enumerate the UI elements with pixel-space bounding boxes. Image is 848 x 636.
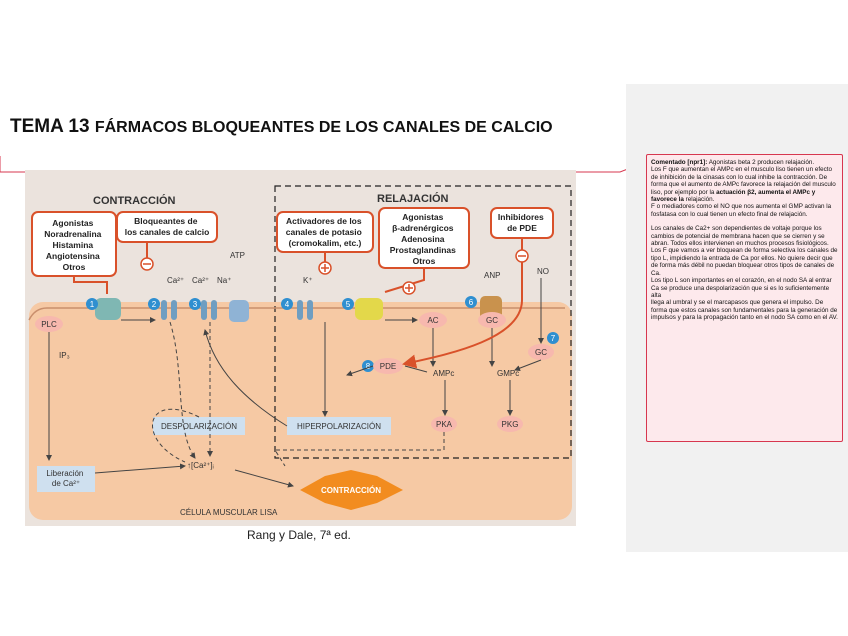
despolarizacion-box: DESPOLARIZACIÓN: [153, 417, 245, 435]
figure-caption: Rang y Dale, 7ª ed.: [247, 528, 351, 542]
agonist-line-4: Angiotensina: [46, 251, 100, 261]
svg-text:8: 8: [366, 362, 371, 371]
beta-line-3: Adenosina: [401, 234, 445, 244]
cell-label: CÉLULA MUSCULAR LISA: [180, 508, 278, 517]
beta-line-4: Prostaglandinas: [390, 245, 456, 255]
number-6-badge: 6: [465, 296, 477, 308]
comment-box[interactable]: Comentado [npr1]: Agonistas beta 2 produ…: [646, 154, 843, 442]
atp-label: ATP: [230, 251, 245, 260]
atp-pump-icon: [229, 300, 249, 322]
ac-node: AC: [419, 312, 447, 328]
comment-para-2: relajación. F o mediadores como el NO qu…: [651, 196, 832, 218]
ion-na-label: Na⁺: [217, 276, 231, 285]
pde-inhib-line-2: de PDE: [507, 223, 537, 233]
svg-text:Liberación de Ca²⁺: Liberación de Ca²⁺: [46, 469, 85, 488]
liberacion-box: Liberación de Ca²⁺: [37, 466, 95, 492]
no-label: NO: [537, 267, 549, 276]
activator-line-3: (cromokalim, etc.): [289, 238, 362, 248]
calcium-channel-2-icon: [201, 300, 217, 320]
activator-line-2: canales de potasio: [286, 227, 362, 237]
svg-text:GC: GC: [486, 316, 498, 325]
svg-text:4: 4: [285, 300, 290, 309]
pde-inhib-line-1: Inhibidores: [498, 212, 544, 222]
pde-inhib-minus-icon: [515, 249, 529, 263]
svg-text:HIPERPOLARIZACIÓN: HIPERPOLARIZACIÓN: [297, 422, 381, 431]
pka-node: PKA: [431, 416, 457, 432]
beta-line-5: Otros: [413, 256, 436, 266]
beta-receptor-icon: [355, 298, 383, 320]
ion-ca2-label: Ca²⁺: [192, 276, 209, 285]
svg-text:2: 2: [152, 300, 157, 309]
gmpc-label: GMPc: [497, 369, 519, 378]
calcium-channel-icon: [161, 300, 177, 320]
svg-text:3: 3: [193, 300, 198, 309]
agonist-receptor-icon: [95, 298, 121, 320]
ip3-label: IP₃: [59, 351, 70, 360]
blocker-line-1: Bloqueantes de: [134, 216, 198, 226]
ion-ca-label: Ca²⁺: [167, 276, 184, 285]
svg-text:5: 5: [346, 300, 351, 309]
blocker-minus-icon: [140, 257, 154, 271]
calcium-increase-label: ↑[Ca²⁺]ᵢ: [187, 461, 214, 470]
comment-author: Comentado [npr1]:: [651, 159, 708, 166]
agonist-line-1: Agonistas: [52, 218, 93, 228]
activator-plus-icon: [318, 261, 332, 275]
plc-node: PLC: [35, 316, 63, 332]
svg-text:PLC: PLC: [41, 320, 57, 329]
number-7-badge: 7: [547, 332, 559, 344]
hiperpolarizacion-box: HIPERPOLARIZACIÓN: [287, 417, 391, 435]
svg-text:DESPOLARIZACIÓN: DESPOLARIZACIÓN: [161, 422, 237, 431]
k-label: K⁺: [303, 276, 313, 285]
smooth-muscle-figure: CONTRACCIÓN RELAJACIÓN Agonistas Noradre…: [25, 170, 576, 526]
contraction-star-icon: [300, 470, 403, 510]
svg-text:6: 6: [469, 298, 474, 307]
comment-bold-fragment: actuación β2, aumenta el AMPc y favorece…: [651, 188, 816, 204]
comment-para-3: Los canales de Ca2+ son dependientes de …: [651, 225, 838, 322]
anp-label: ANP: [484, 271, 500, 280]
beta-plus-icon: [402, 281, 416, 295]
svg-text:PDE: PDE: [380, 362, 396, 371]
relajacion-header: RELAJACIÓN: [377, 192, 449, 205]
comment-para-1: Agonistas beta 2 producen relajación. Lo…: [651, 159, 836, 196]
beta-line-1: Agonistas: [402, 212, 443, 222]
gc-soluble-node: GC: [528, 344, 554, 360]
agonist-line-3: Histamina: [53, 240, 94, 250]
page-title: TEMA 13 FÁRMACOS BLOQUEANTES DE LOS CANA…: [10, 116, 553, 138]
ampc-label: AMPc: [433, 369, 454, 378]
agonist-line-5: Otros: [63, 262, 86, 272]
title-prefix: TEMA 13: [10, 116, 90, 137]
number-2-badge: 2: [148, 298, 160, 310]
activator-line-1: Activadores de los: [286, 216, 362, 226]
svg-text:PKG: PKG: [502, 420, 519, 429]
contraccion-header: CONTRACCIÓN: [93, 194, 176, 207]
beta-line-2: β-adrenérgicos: [392, 223, 454, 233]
potassium-channel-icon: [297, 300, 313, 320]
number-3-badge: 3: [189, 298, 201, 310]
svg-text:Agonistas Noradrenalina: Agonistas Noradrenalina Histamina Angiot…: [44, 218, 104, 272]
pkg-node: PKG: [497, 416, 523, 432]
contraccion-label: CONTRACCIÓN: [321, 486, 381, 495]
svg-text:1: 1: [90, 300, 95, 309]
svg-text:Inhibidores de PDE: Inhibidores de PDE: [498, 212, 546, 233]
svg-text:Agonistas β-adrenérgicos: Agonistas β-adrenérgicos Adenosina Prost…: [390, 212, 459, 266]
title-text: FÁRMACOS BLOQUEANTES DE LOS CANALES DE C…: [94, 119, 553, 136]
svg-text:7: 7: [551, 334, 556, 343]
gc-membrane-node: GC: [478, 312, 506, 328]
svg-text:GC: GC: [535, 348, 547, 357]
svg-text:AC: AC: [427, 316, 438, 325]
number-1-badge: 1: [86, 298, 98, 310]
svg-text:Bloqueantes de los canales: Bloqueantes de los canales de calcio: [125, 216, 210, 237]
number-5-badge: 5: [342, 298, 354, 310]
svg-text:Activadores de los canales: Activadores de los canales de potasio (c…: [286, 216, 364, 248]
blocker-line-2: los canales de calcio: [125, 227, 210, 237]
number-4-badge: 4: [281, 298, 293, 310]
svg-text:PKA: PKA: [436, 420, 453, 429]
pde-node: PDE: [373, 358, 403, 374]
agonist-line-2: Noradrenalina: [44, 229, 101, 239]
